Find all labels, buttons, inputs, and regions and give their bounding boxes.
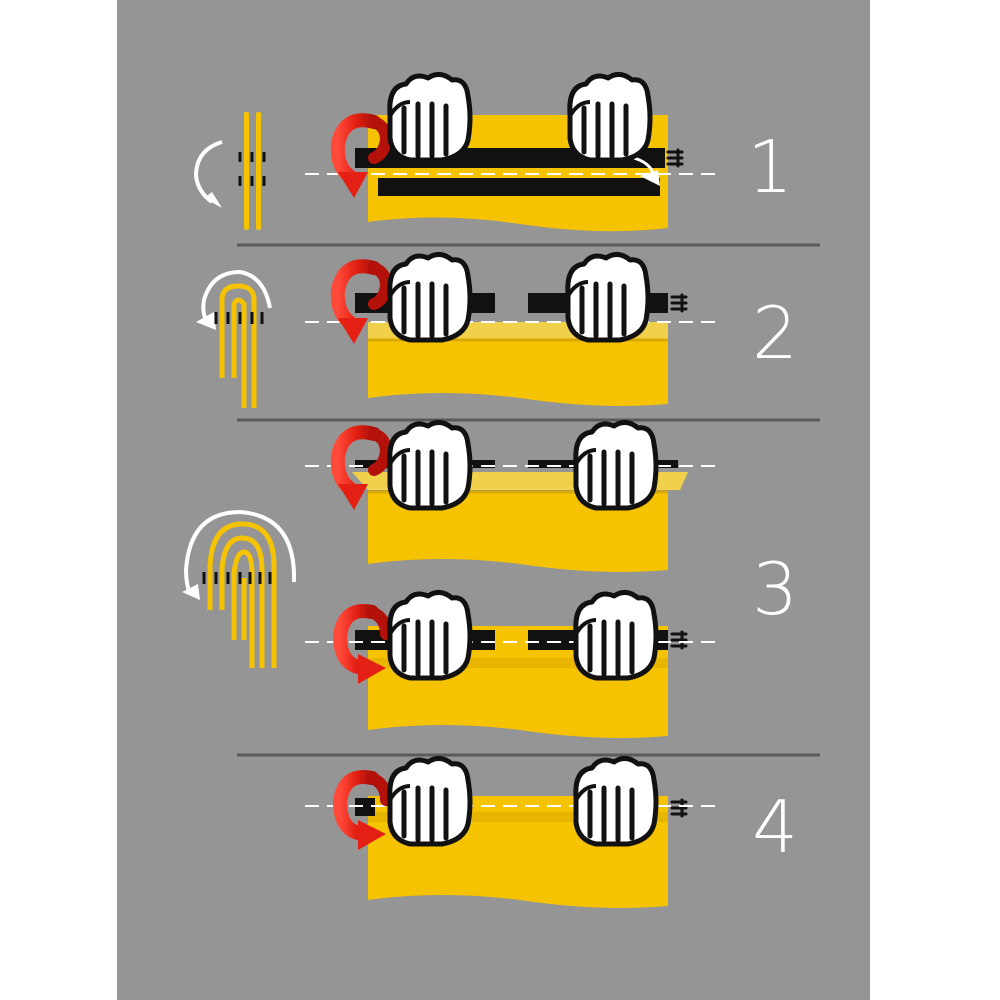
left-hand-icon <box>390 592 470 678</box>
step-number-2: 2 <box>752 291 798 375</box>
fold-icon-step-2 <box>196 269 272 408</box>
buckle-icon <box>666 148 684 168</box>
buckle-icon <box>670 630 688 650</box>
strap-end <box>355 798 375 816</box>
step-4: 4 <box>305 758 798 908</box>
right-hand-icon <box>568 254 648 340</box>
step-number-1: 1 <box>747 125 793 209</box>
step-3: 3 <box>182 422 798 738</box>
fold-icon-step-1 <box>193 112 266 230</box>
strap-bottom <box>378 178 660 196</box>
left-hand-icon <box>390 422 470 508</box>
right-hand-icon <box>576 422 656 508</box>
step-1: 1 <box>193 74 793 232</box>
step-number-3: 3 <box>752 547 798 631</box>
fold-icon-step-3 <box>182 509 297 668</box>
left-hand-icon <box>390 74 470 160</box>
buckle-icon <box>670 798 688 818</box>
step-number-4: 4 <box>752 785 798 869</box>
left-hand-icon <box>390 758 470 844</box>
left-hand-icon <box>390 254 470 340</box>
buckle-icon <box>670 293 688 313</box>
right-hand-icon <box>576 592 656 678</box>
step-2: 2 <box>196 254 798 408</box>
step-dividers <box>237 243 820 757</box>
right-hand-icon <box>576 758 656 844</box>
right-hand-icon <box>570 74 650 160</box>
